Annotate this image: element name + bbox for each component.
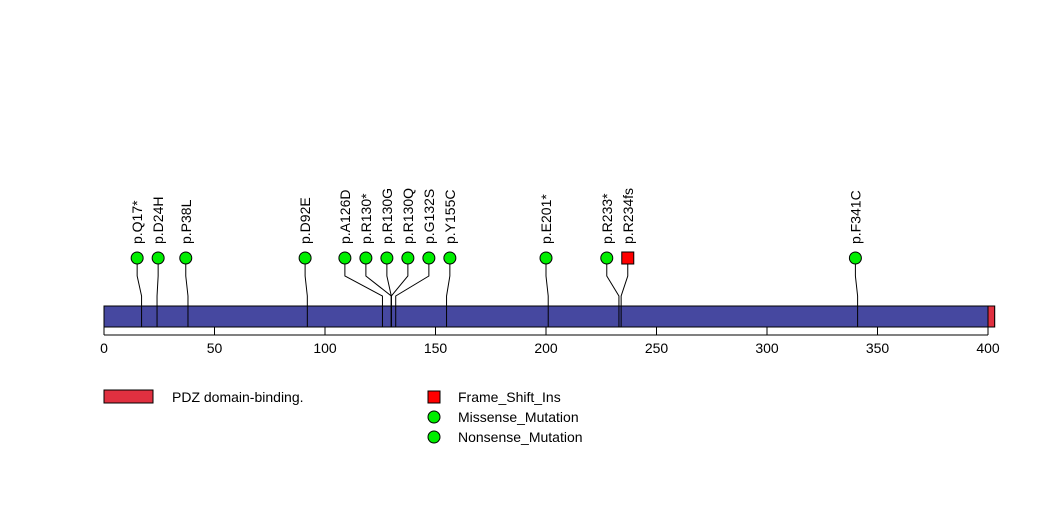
mutation-label: p.R130G — [379, 188, 395, 244]
mutation-label: p.Q17* — [129, 200, 145, 244]
mutation-marker — [151, 251, 165, 265]
mutation-marker — [359, 251, 373, 265]
mutation-label: p.R130Q — [400, 188, 416, 244]
mutation-label: p.R130* — [358, 193, 374, 244]
mutation-marker — [443, 251, 457, 265]
mutation-label: p.R233* — [599, 193, 615, 244]
mutation-label: p.P38L — [178, 199, 194, 244]
mutation-label: p.R234fs — [620, 188, 636, 244]
mutation-label: p.D24H — [150, 197, 166, 244]
legend-type-label: Missense_Mutation — [458, 409, 579, 425]
legend-type-label: Frame_Shift_Ins — [458, 389, 561, 405]
legend-square-icon — [427, 390, 441, 404]
mutation-label: p.D92E — [297, 197, 313, 244]
mutation-marker — [422, 251, 436, 265]
legend-domain-label: PDZ domain-binding. — [172, 389, 304, 405]
x-tick-label: 50 — [207, 340, 223, 356]
mutation-label: p.F341C — [847, 190, 863, 244]
legend-domain-swatch — [103, 389, 154, 404]
mutation-label: p.Y155C — [442, 190, 458, 244]
mutation-label: p.E201* — [538, 194, 554, 244]
x-tick-label: 0 — [100, 340, 108, 356]
mutation-marker — [338, 251, 352, 265]
x-tick-label: 250 — [645, 340, 669, 356]
mutation-marker — [298, 251, 312, 265]
x-tick-label: 200 — [534, 340, 558, 356]
mutation-marker — [380, 251, 394, 265]
frameshift-marker — [621, 251, 635, 265]
mutation-label: p.G132S — [421, 189, 437, 244]
mutation-marker — [539, 251, 553, 265]
x-tick-label: 300 — [755, 340, 779, 356]
domain-rect — [987, 305, 996, 328]
mutation-marker — [401, 251, 415, 265]
x-tick-label: 150 — [424, 340, 448, 356]
legend-circle-icon — [427, 430, 441, 444]
x-tick-label: 350 — [866, 340, 890, 356]
x-tick-label: 400 — [976, 340, 1000, 356]
mutation-marker — [130, 251, 144, 265]
mutation-marker — [600, 251, 614, 265]
x-tick-label: 100 — [313, 340, 337, 356]
mutation-marker — [179, 251, 193, 265]
legend-type-label: Nonsense_Mutation — [458, 429, 583, 445]
mutation-label: p.A126D — [337, 190, 353, 244]
legend-circle-icon — [427, 410, 441, 424]
protein-bar — [103, 305, 996, 328]
mutation-marker — [848, 251, 862, 265]
